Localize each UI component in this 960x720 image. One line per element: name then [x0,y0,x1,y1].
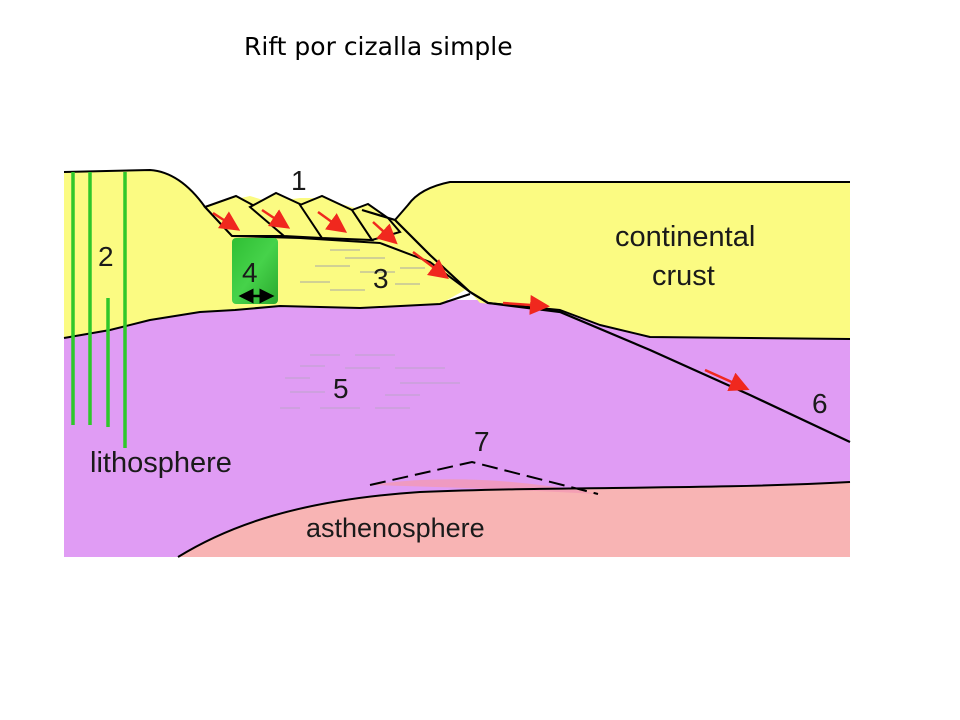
texture-5 [280,354,460,409]
label-7: 7 [474,426,490,457]
label-crust: crust [652,260,715,292]
label-4: 4 [242,257,258,288]
slip-arrows [212,208,750,391]
texture-3 [300,249,425,291]
label-6: 6 [812,388,828,419]
green-lines [71,172,127,448]
label-3: 3 [373,263,389,294]
crust-right [395,182,850,339]
green-block [232,238,278,304]
label-1: 1 [291,165,307,196]
crust-outlines [63,169,851,558]
label-asthenosphere: asthenosphere [306,513,485,543]
page-title: Rift por cizalla simple [244,32,513,61]
detachment-fault [361,208,851,443]
melt-lens [370,479,598,494]
label-5: 5 [333,373,349,404]
label-lithosphere: lithosphere [90,447,232,479]
dashed-dome [369,460,599,495]
label-continental: continental [615,221,755,253]
label-2: 2 [98,241,114,272]
